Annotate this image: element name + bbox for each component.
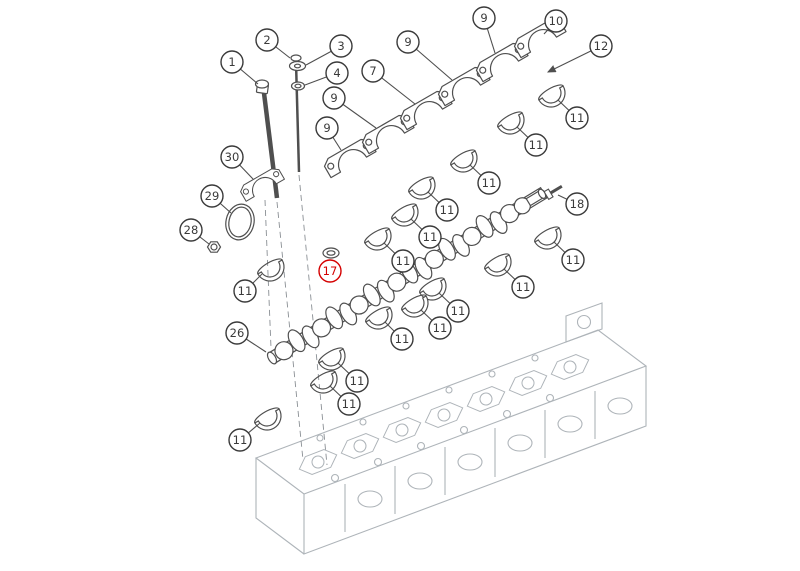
retaining-ring (322, 247, 340, 259)
svg-text:11: 11 (570, 111, 585, 125)
callout-9b[interactable]: 9 (472, 6, 496, 30)
svg-text:11: 11 (396, 254, 411, 268)
svg-text:11: 11 (433, 321, 448, 335)
svg-text:9: 9 (330, 91, 337, 105)
svg-text:11: 11 (529, 138, 544, 152)
callout-11m[interactable]: 11 (345, 369, 369, 393)
svg-text:2: 2 (263, 33, 270, 47)
svg-text:11: 11 (395, 332, 410, 346)
callout-11c[interactable]: 11 (477, 171, 501, 195)
callout-11e[interactable]: 11 (418, 225, 442, 249)
bearing-shell (389, 200, 424, 232)
callout-10[interactable]: 10 (544, 9, 568, 33)
o-ring (225, 203, 255, 241)
callout-11h[interactable]: 11 (561, 248, 585, 272)
bearing-shell (255, 255, 290, 287)
svg-text:17: 17 (323, 264, 338, 278)
valve-cap (290, 54, 302, 62)
svg-text:7: 7 (369, 64, 376, 78)
callout-9d[interactable]: 9 (315, 116, 339, 140)
svg-text:26: 26 (230, 326, 245, 340)
callout-11f[interactable]: 11 (391, 249, 415, 273)
svg-text:3: 3 (337, 39, 344, 53)
callout-11d[interactable]: 11 (435, 198, 459, 222)
svg-text:11: 11 (440, 203, 455, 217)
callout-7[interactable]: 7 (361, 59, 385, 83)
bearing-shell (482, 250, 517, 282)
callout-11i[interactable]: 11 (511, 275, 535, 299)
svg-text:29: 29 (205, 189, 220, 203)
svg-text:10: 10 (549, 14, 564, 28)
bearing-shell (252, 404, 287, 436)
callout-11a[interactable]: 11 (565, 106, 589, 130)
cylinder-head (254, 302, 648, 555)
camshaft-bolt (543, 184, 563, 201)
center-lines (264, 174, 328, 466)
callout-11l[interactable]: 11 (390, 327, 414, 351)
svg-text:4: 4 (333, 66, 340, 80)
svg-text:11: 11 (566, 253, 581, 267)
svg-text:30: 30 (225, 150, 240, 164)
callout-29[interactable]: 29 (200, 184, 224, 208)
callout-9a[interactable]: 9 (396, 30, 420, 54)
callout-11n[interactable]: 11 (337, 392, 361, 416)
svg-text:18: 18 (570, 197, 585, 211)
callout-11k[interactable]: 11 (428, 316, 452, 340)
svg-text:11: 11 (516, 280, 531, 294)
svg-text:11: 11 (233, 433, 248, 447)
washer (288, 60, 307, 72)
camshaft (266, 186, 548, 365)
callout-28[interactable]: 28 (179, 218, 203, 242)
bearing-shell (448, 146, 483, 178)
svg-text:9: 9 (404, 35, 411, 49)
bearing-shell (406, 173, 441, 205)
callout-26[interactable]: 26 (225, 321, 249, 345)
callout-11o[interactable]: 11 (228, 428, 252, 452)
bearing-shell (417, 274, 452, 306)
svg-text:9: 9 (480, 11, 487, 25)
bearing-shell (536, 81, 571, 113)
callout-30[interactable]: 30 (220, 145, 244, 169)
svg-text:11: 11 (238, 284, 253, 298)
svg-text:28: 28 (184, 223, 199, 237)
callout-11b[interactable]: 11 (524, 133, 548, 157)
callout-12[interactable]: 12 (589, 34, 613, 58)
callout-17[interactable]: 17 (318, 259, 342, 283)
svg-text:11: 11 (342, 397, 357, 411)
svg-text:1: 1 (228, 55, 235, 69)
pushrod-and-washers (288, 54, 307, 173)
bearing-shell (308, 367, 343, 399)
bearing-shell (532, 223, 567, 255)
svg-text:11: 11 (350, 374, 365, 388)
svg-text:11: 11 (451, 304, 466, 318)
svg-text:11: 11 (423, 230, 438, 244)
seal-ring (290, 81, 306, 91)
callout-11g[interactable]: 11 (233, 279, 257, 303)
callout-3[interactable]: 3 (329, 34, 353, 58)
bearing-shell (495, 108, 530, 140)
svg-text:9: 9 (323, 121, 330, 135)
svg-text:12: 12 (594, 39, 609, 53)
bearing-shell (362, 224, 397, 256)
callout-1[interactable]: 1 (220, 50, 244, 74)
nut (206, 241, 222, 253)
callout-2[interactable]: 2 (255, 28, 279, 52)
callout-11j[interactable]: 11 (446, 299, 470, 323)
svg-text:11: 11 (482, 176, 497, 190)
callout-9c[interactable]: 9 (322, 86, 346, 110)
callout-4[interactable]: 4 (325, 61, 349, 85)
callout-18[interactable]: 18 (565, 192, 589, 216)
